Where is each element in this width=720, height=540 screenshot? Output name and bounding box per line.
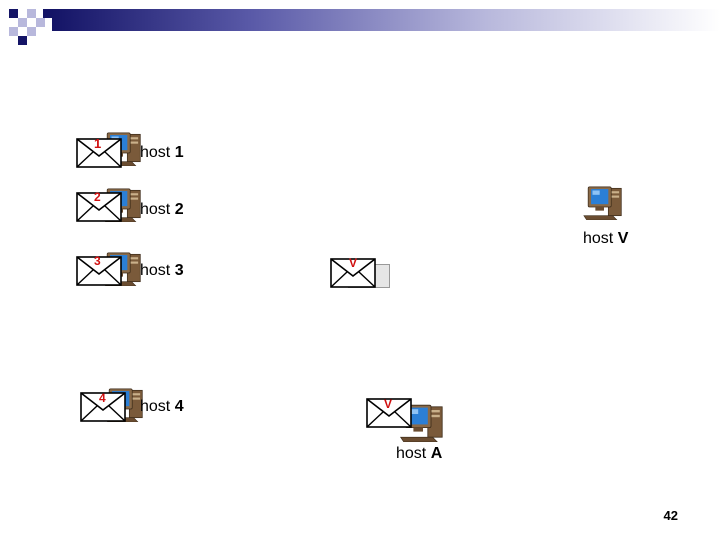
header-gradient-bar [52, 9, 720, 31]
header-square [36, 9, 45, 18]
header-square [36, 18, 45, 27]
page-number: 42 [663, 508, 678, 523]
header-square [43, 9, 52, 18]
envelope-mark: V [384, 397, 393, 411]
header-square [27, 9, 36, 18]
header-square [9, 9, 18, 18]
envelope-mark: 1 [94, 136, 102, 151]
host-label-3: host 3 [140, 262, 184, 279]
envelope-mark: 3 [94, 254, 101, 268]
header-square [27, 27, 36, 36]
host-label-v: host V [583, 230, 629, 247]
header-decoration [0, 0, 720, 45]
header-square [18, 18, 27, 27]
host-label-1: host 1 [140, 144, 184, 161]
host-label-4: host 4 [140, 398, 184, 415]
header-square [9, 27, 18, 36]
envelope-mark: 2 [94, 190, 101, 204]
header-square [18, 9, 27, 18]
host-label-2: host 2 [140, 201, 184, 218]
computer-icon [576, 184, 632, 220]
host-label-a: host A [396, 445, 443, 462]
envelope-mark: 4 [99, 391, 106, 405]
header-square [18, 36, 27, 45]
envelope-mark: V [349, 256, 358, 270]
